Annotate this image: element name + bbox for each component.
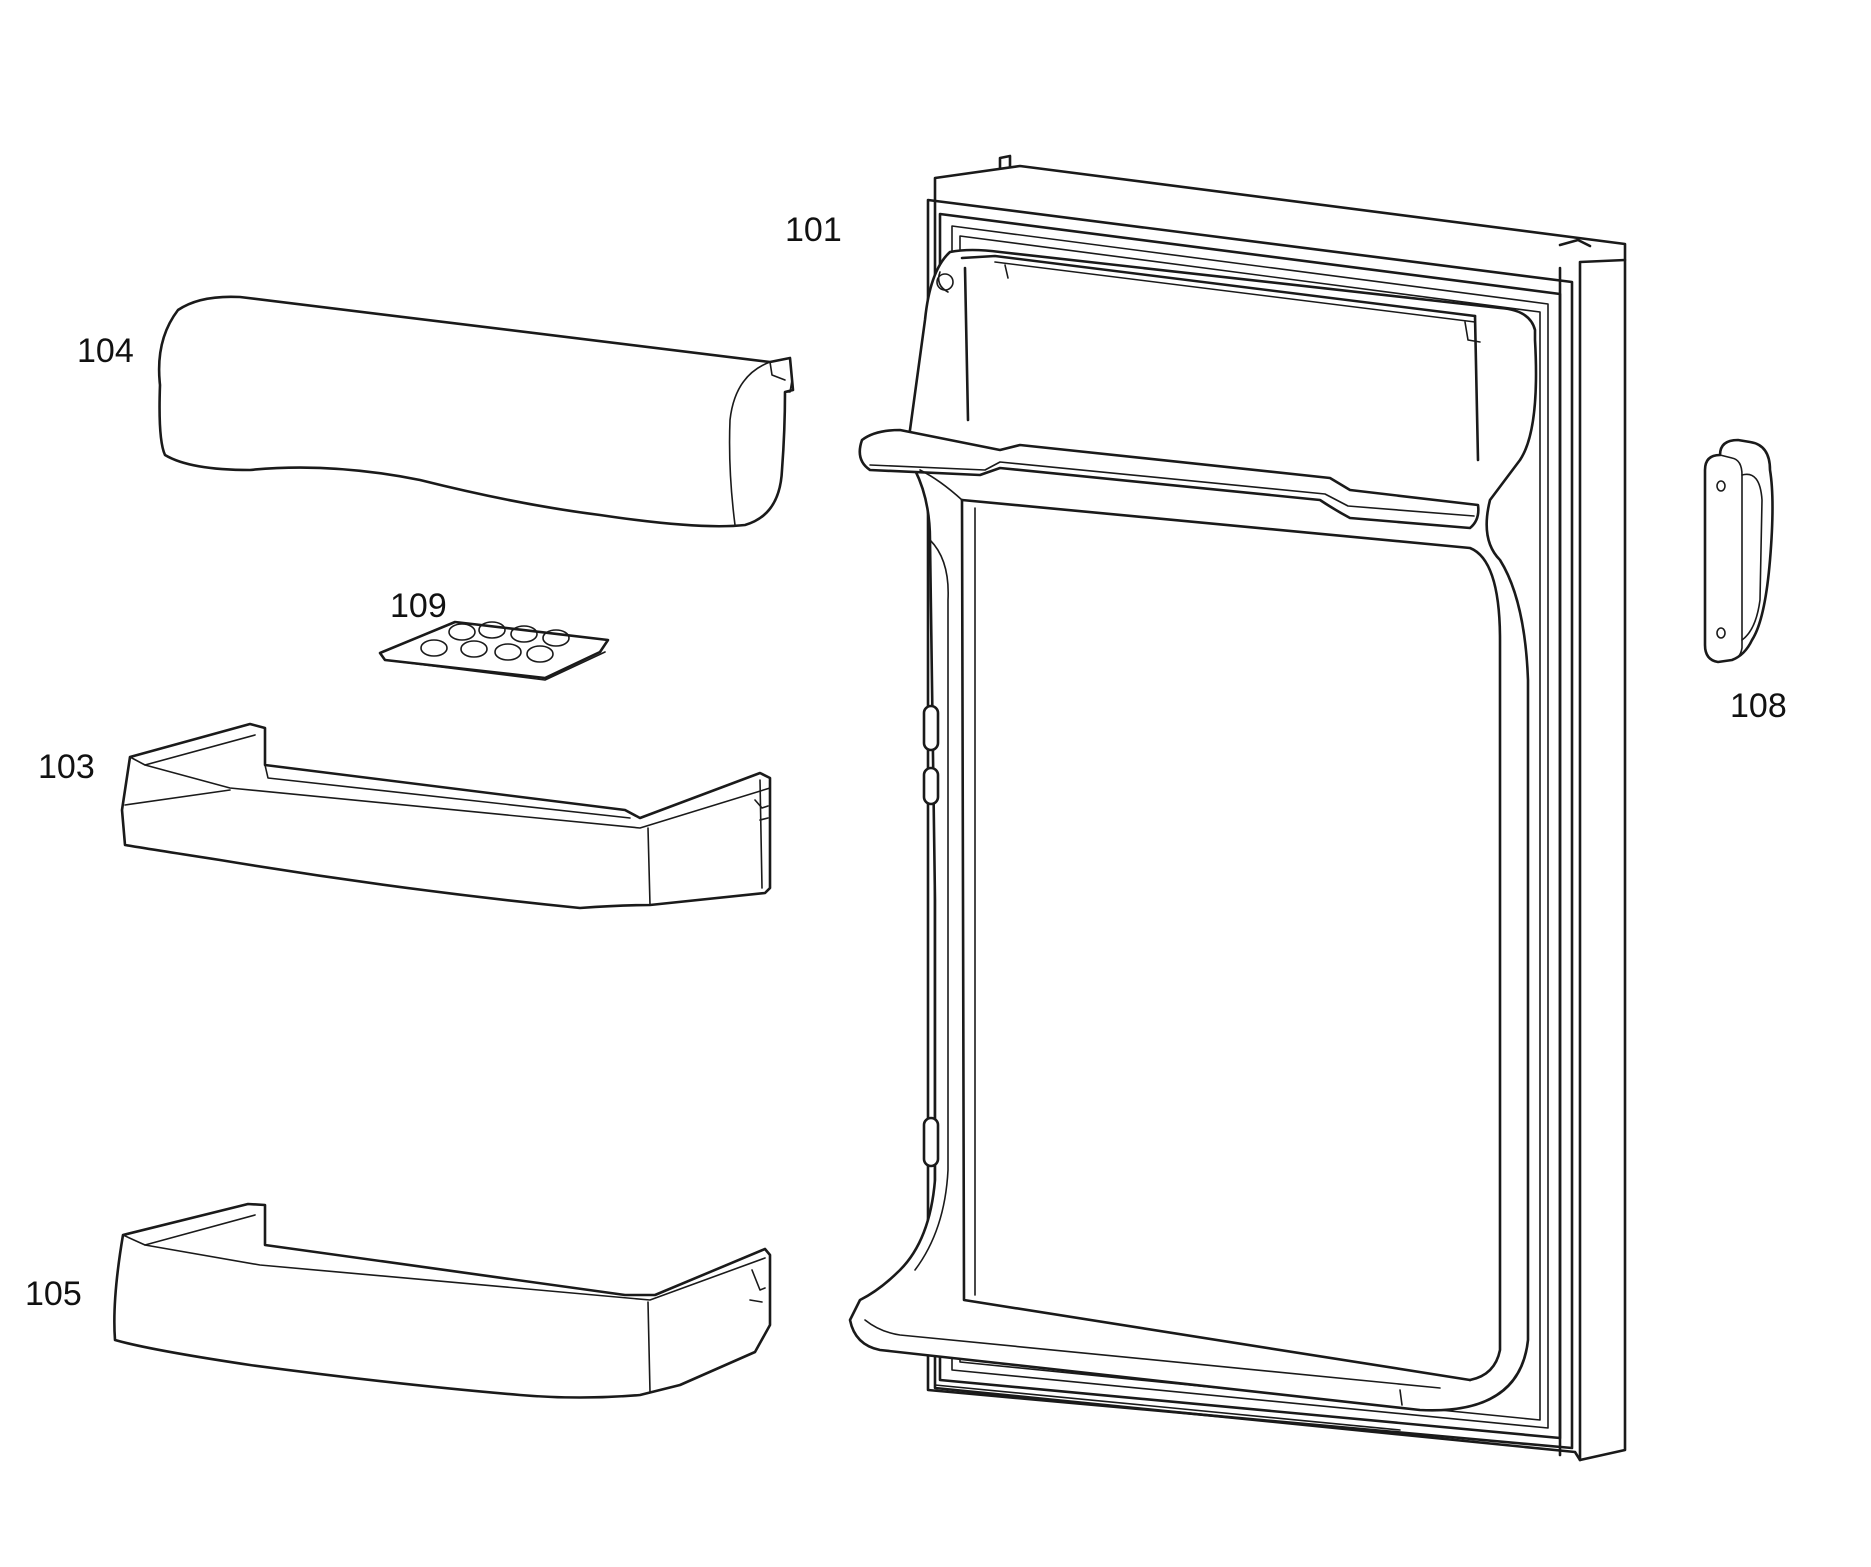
door-handle-icon [1703, 438, 1774, 664]
part-label-103: 103 [38, 748, 95, 786]
part-label-104: 104 [77, 332, 134, 370]
door-shelf-lower-icon [113, 1202, 772, 1399]
part-label-109: 109 [390, 587, 447, 625]
dairy-compartment-cover-icon [157, 295, 795, 528]
part-label-105: 105 [25, 1275, 82, 1313]
part-label-108: 108 [1730, 687, 1787, 725]
door-frame-icon [848, 154, 1627, 1462]
door-shelf-upper-icon [120, 722, 772, 910]
part-label-101: 101 [785, 211, 842, 249]
egg-tray-icon [378, 620, 610, 681]
